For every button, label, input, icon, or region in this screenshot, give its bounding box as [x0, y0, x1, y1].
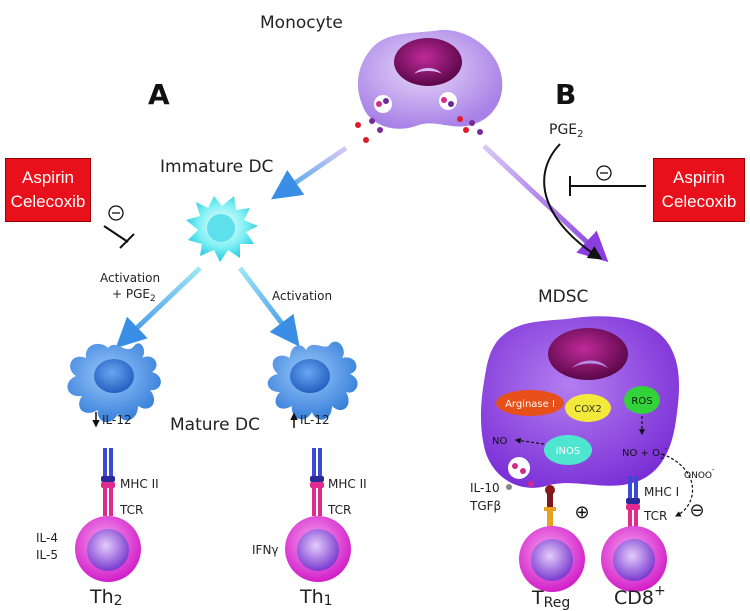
- cd8-cell: [601, 526, 667, 592]
- drug-box-right-line2: Celecoxib: [661, 192, 737, 211]
- mdsc-cell: Arginase I COX2 ROS iNOS NO NO + O2-: [480, 316, 680, 488]
- minus-symbol: ⊖: [689, 500, 704, 521]
- onoo-dashed-arrow: [661, 453, 694, 517]
- drug-box-left: Aspirin Celecoxib: [5, 158, 91, 222]
- mhc1-label: MHC I: [644, 485, 679, 499]
- panel-b-label: B: [555, 78, 576, 111]
- th2-label: Th2: [89, 586, 123, 609]
- mature-dc-label: Mature DC: [170, 415, 260, 435]
- ifng-label: IFNγ: [252, 543, 279, 557]
- tgfb-label: TGFβ: [469, 499, 501, 513]
- pge2-curved-arrow: [543, 143, 603, 260]
- arginase-label: Arginase I: [505, 399, 555, 410]
- drug-box-right: Aspirin Celecoxib: [653, 158, 745, 222]
- il5-label: IL-5: [36, 548, 58, 562]
- activation-left-label: Activation: [100, 271, 160, 285]
- cox2-enzyme: [565, 394, 611, 422]
- mature-dc-right: IL-12: [267, 341, 358, 428]
- il12-down-label: IL-12: [102, 413, 132, 427]
- arrow-to-mdsc: [482, 144, 609, 263]
- monocyte-nucleus: [394, 38, 462, 86]
- ros-label: ROS: [631, 396, 652, 407]
- th1-cell: [285, 516, 351, 582]
- arrow-activation: [238, 266, 300, 347]
- onoo-label: ONOO-: [684, 466, 715, 481]
- immature-dc-nucleus: [207, 214, 235, 242]
- tcr-right-label: TCR: [327, 503, 351, 517]
- inos-enzyme: [544, 435, 592, 465]
- mature-dc-right-nucleus: [290, 359, 330, 393]
- arginase-enzyme: [496, 390, 564, 416]
- treg-contact: [544, 485, 556, 529]
- monocyte-label: Monocyte: [260, 13, 343, 33]
- ros-molecule: [624, 386, 660, 414]
- mhc2-tcr-right: [310, 448, 324, 516]
- immature-dc-cell: [186, 196, 258, 262]
- activation-right-label: Activation: [272, 289, 332, 303]
- mdsc-label: MDSC: [538, 287, 588, 307]
- mdsc-nucleus: [548, 328, 628, 380]
- drug-box-right-line1: Aspirin: [673, 168, 725, 187]
- no-o2-label: NO + O2-: [622, 445, 667, 461]
- mhc2-left-label: MHC II: [120, 477, 159, 491]
- no-label: NO: [492, 436, 507, 447]
- treg-label: TReg: [531, 587, 570, 611]
- pge2-label: PGE2: [549, 122, 584, 140]
- arrow-to-immature-dc: [271, 145, 348, 200]
- mhc1-tcr-cd8: [626, 476, 640, 532]
- monocyte-cell: [357, 29, 503, 129]
- activation-left-pge2-label: + PGE2: [112, 287, 156, 304]
- arrow-activation-pge2: [115, 266, 202, 349]
- cox2-label: COX2: [574, 404, 601, 415]
- il12-up-label: IL-12: [300, 413, 330, 427]
- il10-label: IL-10: [470, 481, 500, 495]
- immature-dc-label: Immature DC: [160, 157, 273, 177]
- drug-box-left-line2: Celecoxib: [10, 192, 86, 211]
- inhibit-right-marker: [569, 165, 646, 196]
- mature-dc-left-nucleus: [94, 359, 134, 393]
- tcr-cd8-label: TCR: [643, 509, 667, 523]
- inhibit-left-marker: [103, 205, 135, 249]
- secreted-granules: [355, 116, 483, 143]
- panel-a-label: A: [148, 78, 170, 111]
- tcr-left-label: TCR: [119, 503, 143, 517]
- mhc2-right-label: MHC II: [328, 477, 367, 491]
- mhc2-tcr-left: [101, 448, 115, 516]
- inos-label: iNOS: [556, 446, 580, 457]
- il4-label: IL-4: [36, 531, 58, 545]
- drug-box-left-line1: Aspirin: [22, 168, 74, 187]
- cd8-label: CD8+: [614, 583, 666, 609]
- treg-cell: [519, 526, 585, 592]
- th2-cell: [75, 516, 141, 582]
- th1-label: Th1: [299, 586, 333, 609]
- mature-dc-left: IL-12: [67, 343, 161, 428]
- plus-symbol: ⊕: [574, 502, 589, 523]
